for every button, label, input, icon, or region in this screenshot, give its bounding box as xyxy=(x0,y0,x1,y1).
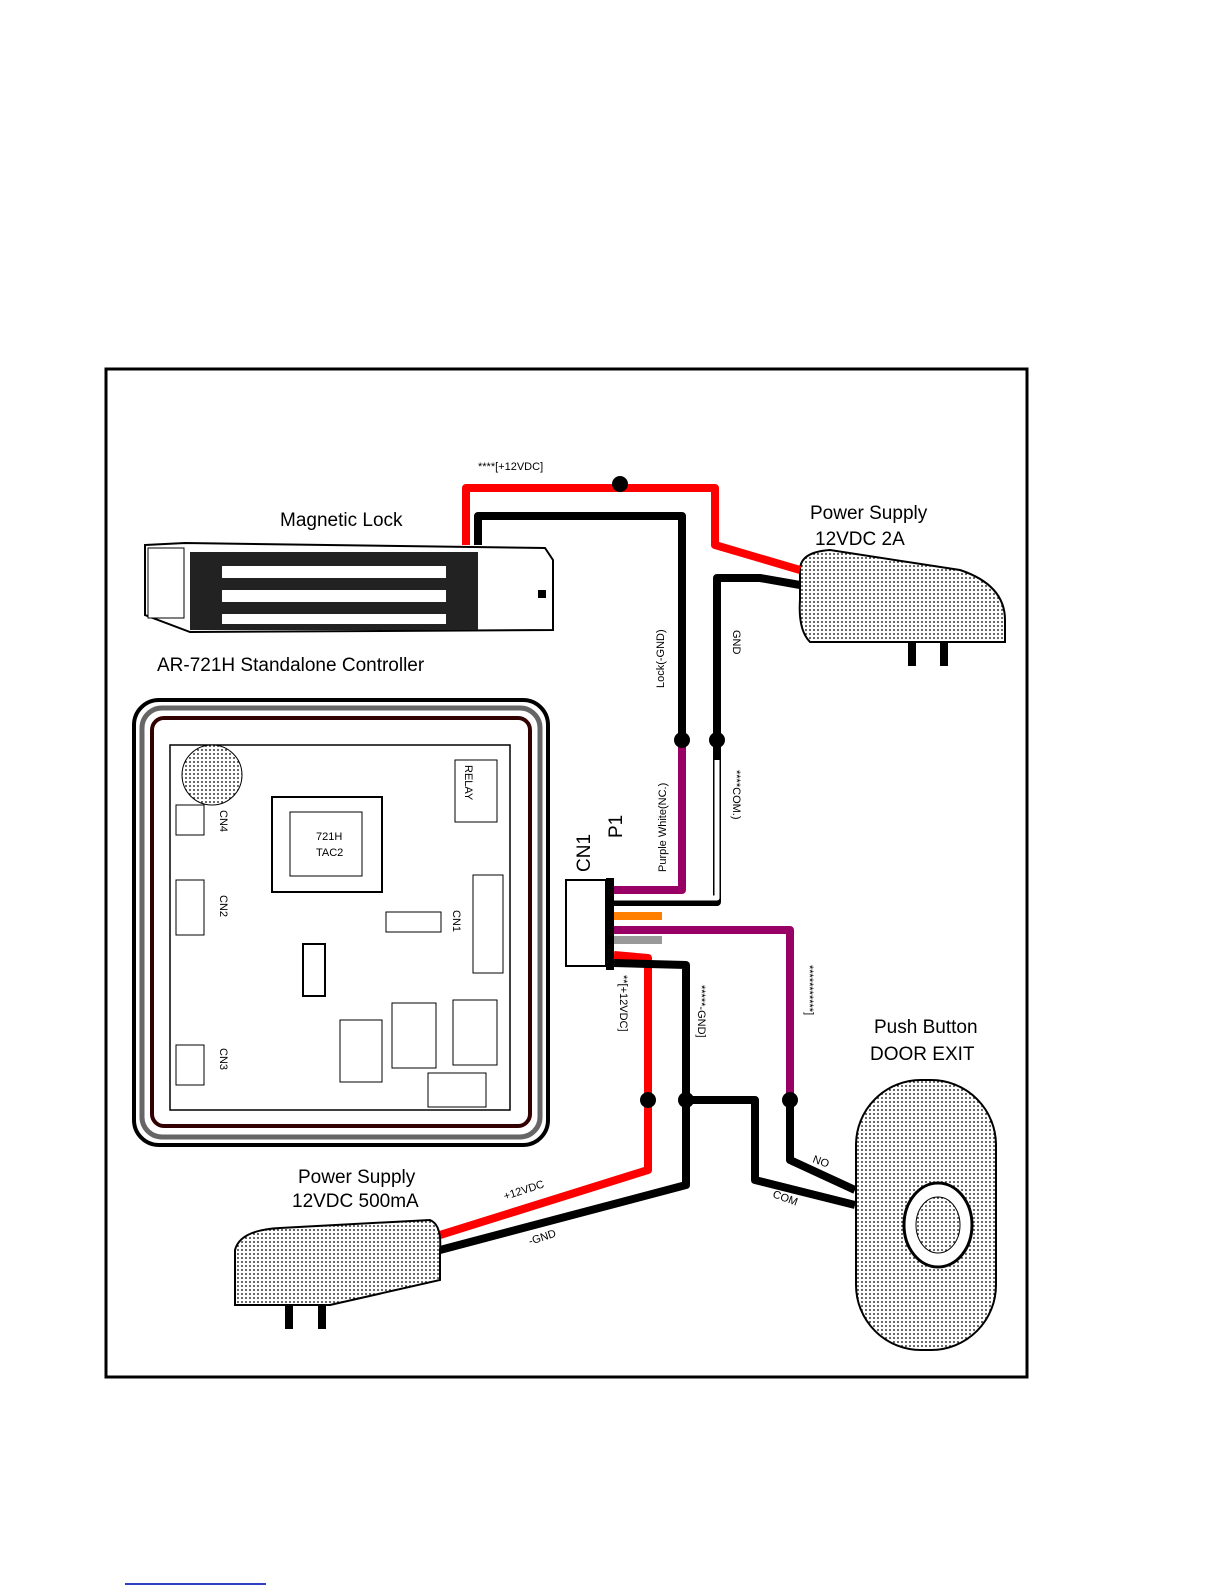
plus12-wire-label: **[+12VDC] xyxy=(617,975,629,1032)
board-label-cn3: CN3 xyxy=(217,1048,229,1070)
cn1-connector xyxy=(565,878,614,970)
board-label-cn2: CN2 xyxy=(217,895,229,917)
wire-red-top xyxy=(462,484,802,574)
wire-purple-no xyxy=(614,926,794,1100)
chip-label-1: 721H xyxy=(316,831,342,843)
com-wire-label: ****COM.) xyxy=(730,770,742,820)
wire-splices xyxy=(612,476,798,1108)
psu-plus-label: +12VDC xyxy=(502,1178,546,1202)
purple-wire-label: ***********] xyxy=(803,965,815,1015)
gnd-label: GND xyxy=(730,630,742,655)
footer-link-underline[interactable] xyxy=(125,1583,266,1585)
wire-com-button xyxy=(686,1096,856,1209)
psu-bottom-title: Power Supply xyxy=(298,1167,416,1188)
wire-lock-gnd xyxy=(474,512,686,740)
board-label-cn4: CN4 xyxy=(217,810,229,832)
diagram-frame xyxy=(104,367,1029,1379)
no-label: NO xyxy=(811,1154,831,1171)
board-label-relay: RELAY xyxy=(462,765,474,801)
psu-gnd-label: -GND xyxy=(527,1228,557,1248)
gnd-wire-label: *****-GND] xyxy=(695,985,707,1038)
wire-black-psu xyxy=(438,959,690,1254)
psu-top-rating: 12VDC 2A xyxy=(815,529,905,550)
cn1-label: CN1 xyxy=(574,834,595,872)
power-supply-bottom xyxy=(234,1218,442,1329)
purple-white-label: Purple White(NC.) xyxy=(657,783,669,872)
wire-no-button xyxy=(786,1100,857,1194)
wire-purple-nc xyxy=(614,740,686,894)
wire-psu-gnd xyxy=(713,574,801,740)
push-button-device xyxy=(855,1079,997,1351)
wires xyxy=(438,484,857,1254)
p1-label: P1 xyxy=(606,815,627,838)
door-exit-label: DOOR EXIT xyxy=(870,1044,975,1065)
wire-red-psu xyxy=(438,951,652,1239)
magnetic-lock-label: Magnetic Lock xyxy=(280,510,403,531)
top-wire-label: ****[+12VDC] xyxy=(478,461,543,473)
push-button-label: Push Button xyxy=(874,1017,978,1038)
psu-top-title: Power Supply xyxy=(810,503,928,524)
chip-label-2: TAC2 xyxy=(316,847,343,859)
psu-bottom-rating: 12VDC 500mA xyxy=(292,1191,419,1212)
power-supply-top xyxy=(798,548,1006,666)
board-label-cn1: CN1 xyxy=(450,910,462,932)
lock-gnd-label: Lock(-GND) xyxy=(655,629,667,688)
controller-board: CN4 CN2 CN3 CN1 RELAY 721H TAC2 xyxy=(132,698,550,1147)
magnetic-lock xyxy=(144,541,554,634)
controller-label: AR-721H Standalone Controller xyxy=(157,655,425,676)
